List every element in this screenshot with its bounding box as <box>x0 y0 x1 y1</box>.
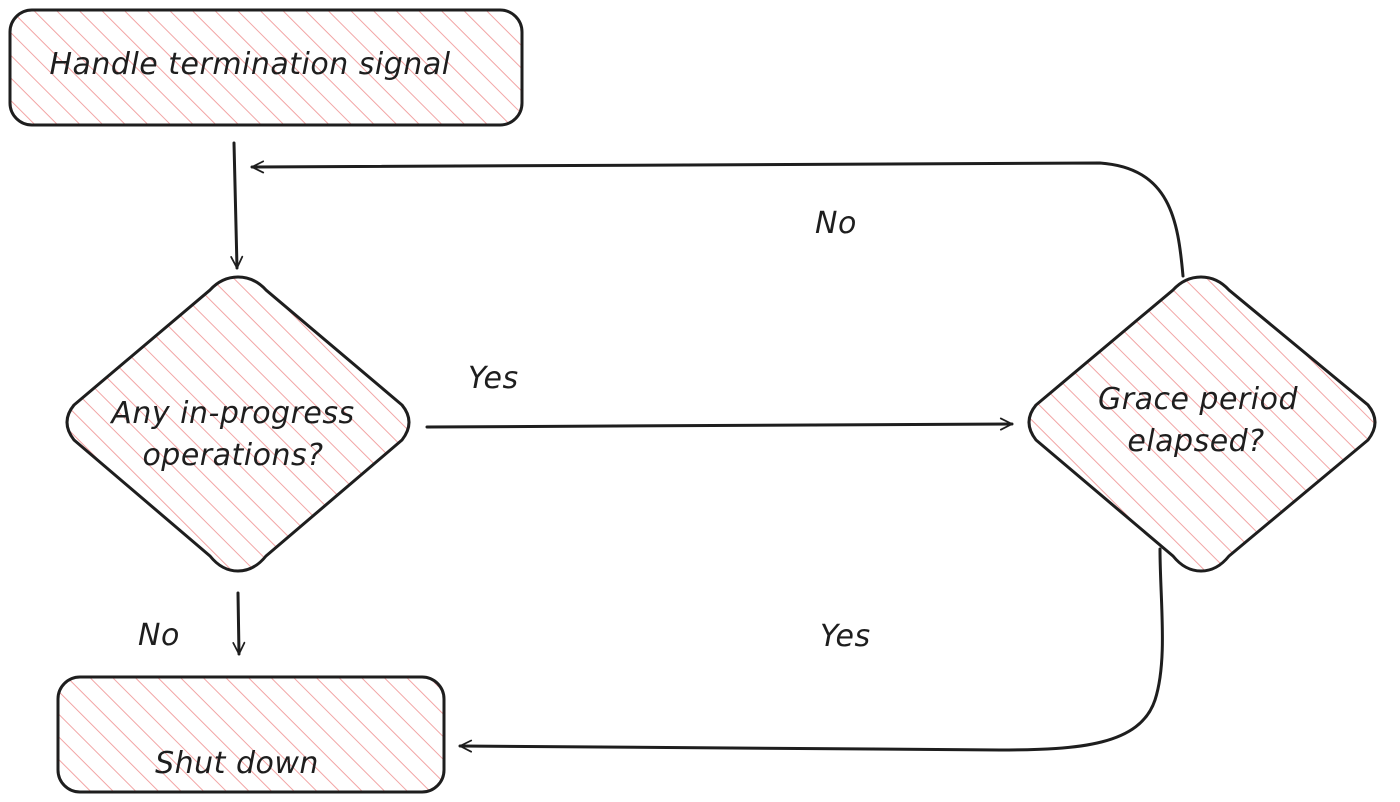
decision-grace-period-node: Grace period elapsed? <box>1027 275 1377 573</box>
decision-in-progress-node: Any in-progress operations? <box>65 275 411 573</box>
edge-label-yes-ops: Yes <box>468 361 519 396</box>
end-node: Shut down <box>56 675 446 794</box>
edge-grace-yes-to-shutdown <box>458 547 1164 753</box>
edge-label-no-ops: No <box>138 618 180 653</box>
edge-decision-yes-to-grace <box>425 417 1014 431</box>
decision-grace-period-label-line1: Grace period <box>1098 382 1298 417</box>
end-node-label: Shut down <box>155 746 319 781</box>
decision-grace-period-label-line2: elapsed? <box>1127 424 1264 459</box>
decision-in-progress-label-line1: Any in-progress <box>109 396 354 431</box>
start-node: Handle termination signal <box>8 8 524 127</box>
edge-label-no-grace: No <box>815 206 857 241</box>
decision-in-progress-label-line2: operations? <box>142 438 323 473</box>
edge-grace-no-loop-back <box>250 160 1185 278</box>
start-node-label: Handle termination signal <box>49 47 450 82</box>
edge-start-to-decision <box>230 141 244 270</box>
edge-decision-no-to-shutdown <box>232 591 246 656</box>
edge-label-yes-grace: Yes <box>820 619 871 654</box>
